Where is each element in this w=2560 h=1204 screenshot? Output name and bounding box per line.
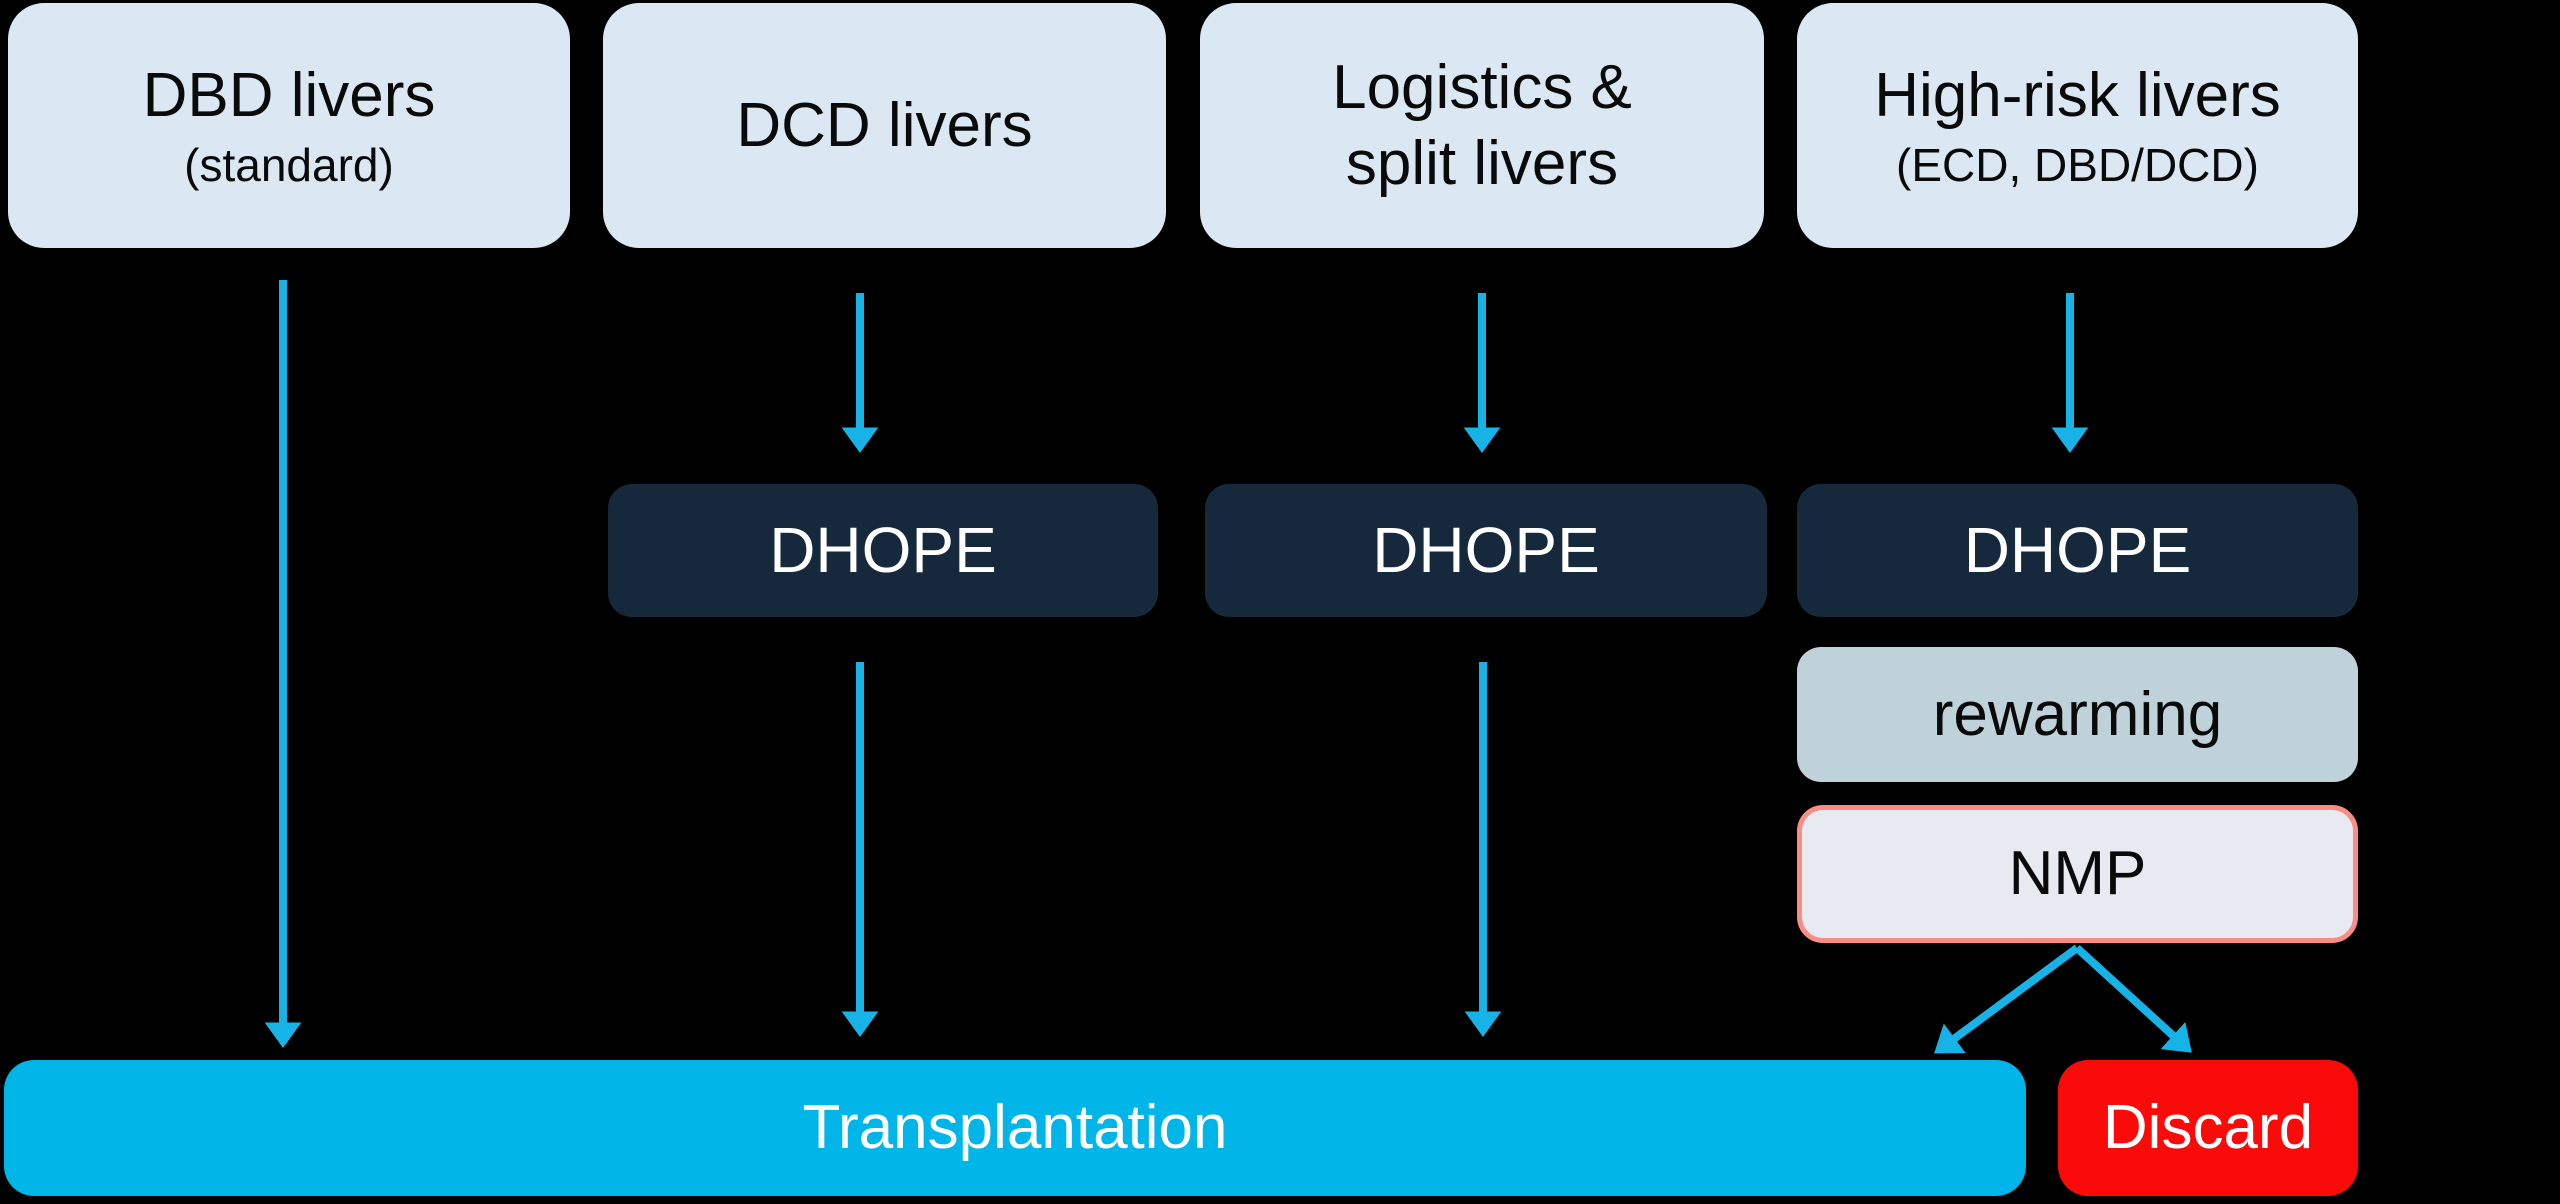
source-box-highrisk: High-risk livers (ECD, DBD/DCD) [1797, 3, 2358, 248]
dhope-logistics-label: DHOPE [1372, 514, 1600, 587]
highrisk-title: High-risk livers [1874, 61, 2281, 131]
transplantation-label: Transplantation [802, 1093, 1228, 1163]
rewarming-box: rewarming [1797, 647, 2358, 782]
discard-label: Discard [2102, 1093, 2314, 1163]
highrisk-subtitle: (ECD, DBD/DCD) [1896, 138, 2259, 191]
rewarming-label: rewarming [1932, 679, 2223, 749]
dbd-title: DBD livers [142, 61, 436, 131]
logistics-title-line2: split livers [1345, 128, 1619, 198]
arrow-nmp-to-transplantation [1934, 944, 2080, 1054]
source-box-logistics-split: Logistics & split livers [1200, 3, 1764, 248]
discard-box: Discard [2058, 1060, 2358, 1196]
dhope-highrisk-label: DHOPE [1963, 514, 2192, 587]
dcd-title: DCD livers [736, 90, 1033, 160]
logistics-title-line1: Logistics & [1332, 52, 1632, 122]
transplantation-bar: Transplantation [4, 1060, 2026, 1196]
dhope-dcd-label: DHOPE [769, 514, 997, 587]
nmp-box: NMP [1797, 805, 2358, 943]
dhope-box-logistics: DHOPE [1205, 484, 1767, 617]
dhope-box-highrisk: DHOPE [1797, 484, 2358, 617]
source-box-dbd: DBD livers (standard) [8, 3, 570, 248]
dbd-subtitle: (standard) [184, 138, 394, 191]
arrow-nmp-to-discard [2074, 945, 2192, 1053]
source-box-dcd: DCD livers [603, 3, 1166, 248]
nmp-label: NMP [2008, 839, 2147, 909]
dhope-box-dcd: DHOPE [608, 484, 1158, 617]
